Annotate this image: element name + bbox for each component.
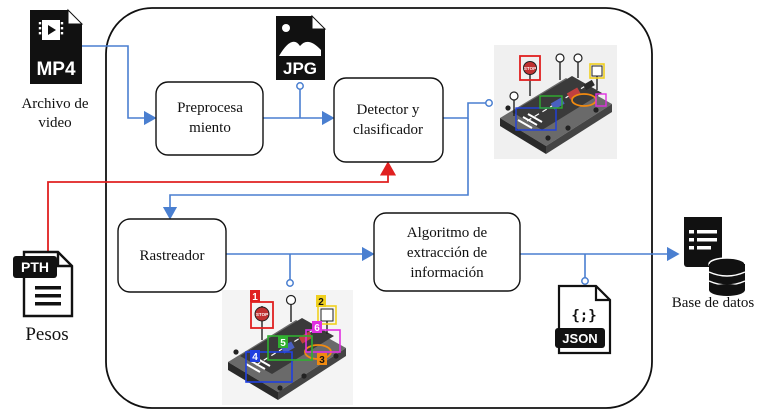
track-id-label: 6 (314, 323, 320, 334)
track-id-badge (250, 290, 260, 302)
weights-label: Pesos (25, 324, 68, 345)
pth-file-icon: PTH (13, 250, 74, 318)
json-badge: JSON (562, 331, 597, 346)
detector-label-line2: clasificador (353, 122, 423, 138)
detection-stop-sign-text: STOP (524, 66, 536, 71)
preprocess-node: Preprocesa miento (155, 81, 264, 156)
extraction-label-line1: Algoritmo de (407, 225, 488, 241)
database-icon (684, 217, 746, 296)
jpg-file-icon: JPG (276, 14, 327, 80)
track-id-badge (250, 350, 260, 362)
track-id-badge (317, 353, 327, 365)
extraction-label-line2: extracción de (407, 245, 488, 261)
track-id-label: 4 (252, 352, 258, 363)
track-id-badge (312, 321, 322, 333)
track-id-badge (278, 336, 288, 348)
json-file-icon: {;} JSON (555, 284, 612, 355)
track-id-badge (316, 295, 326, 307)
detector-label-line1: Detector y (357, 102, 420, 118)
arrow-video-to-preprocess (82, 45, 157, 126)
video-file-label-line2: video (38, 115, 71, 131)
arrow-detector-to-scene (443, 102, 488, 119)
preprocess-label-line2: miento (189, 120, 231, 136)
tracking-stop-sign-text: STOP (256, 312, 268, 317)
track-id-label: 2 (318, 297, 324, 308)
system-container (105, 7, 653, 409)
mp4-file-icon: MP4 (30, 8, 84, 84)
track-id-label: 3 (319, 355, 325, 366)
video-file-label-line1: Archivo de (21, 96, 88, 112)
pth-badge: PTH (21, 259, 49, 275)
track-id-badges: 1 2 3 4 5 6 (250, 290, 327, 366)
detection-scene-image: STOP (494, 45, 617, 159)
arrow-detector-to-tracker (162, 118, 469, 220)
track-id-label: 1 (252, 292, 258, 303)
track-id-label: 5 (280, 338, 286, 349)
mp4-badge: MP4 (36, 59, 76, 80)
json-symbol: {;} (571, 308, 596, 324)
extraction-label-line3: información (410, 265, 484, 281)
detector-node: Detector y clasificador (333, 77, 444, 163)
jpg-badge: JPG (283, 59, 317, 78)
database-label: Base de datos (672, 295, 755, 311)
extraction-node: Algoritmo de extracción de información (373, 212, 521, 292)
tracker-label: Rastreador (140, 248, 205, 264)
tracker-node: Rastreador (117, 218, 227, 293)
preprocess-label-line1: Preprocesa (177, 100, 243, 116)
arrow-weights-to-detector (47, 161, 397, 252)
connectors (47, 45, 680, 287)
tracking-scene-image: STOP 1 2 3 4 5 6 (222, 290, 353, 405)
